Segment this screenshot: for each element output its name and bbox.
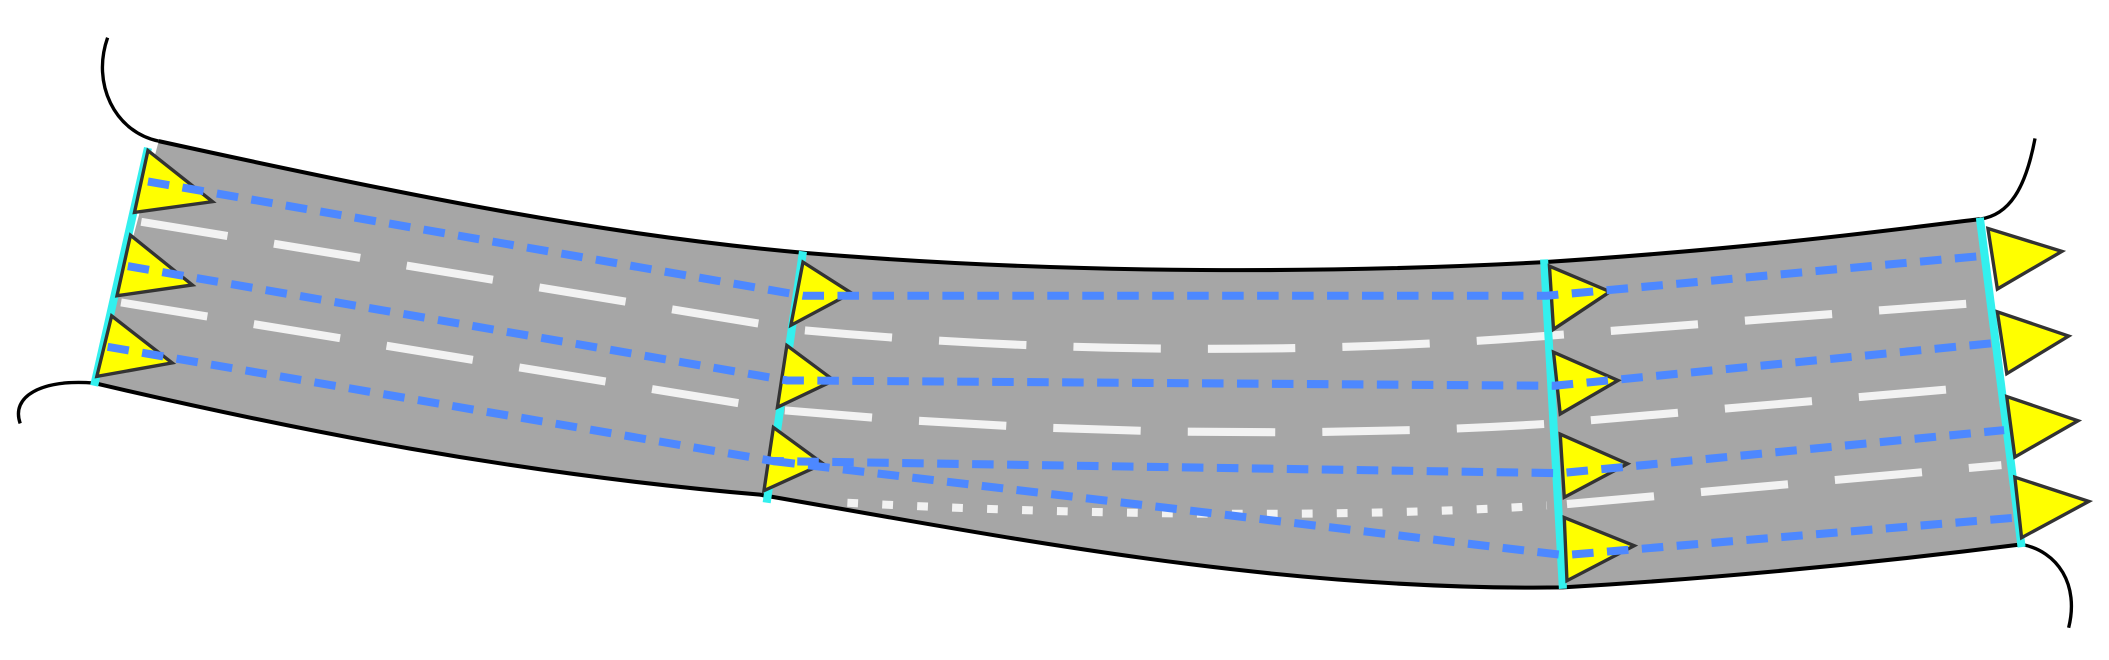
lane-direction-arrow-icon [1995,309,2073,377]
lane-connection [106,342,2005,478]
section-boundary [1975,217,2026,548]
lane-connection [772,457,2018,560]
lane-direction-arrow-icon [114,232,197,298]
lane-direction-arrow-icon [132,147,217,215]
lane-marking [120,298,1991,437]
connector-curve-top-right [1979,138,2037,221]
lane-direction-arrow-icon [94,312,177,379]
lane-connection [147,177,1989,300]
road-top-edge [158,139,1981,273]
lane-direction-arrow-icon [1985,226,2067,292]
connector-curve-bottom-left [16,380,95,424]
road-bottom-edge [93,381,2022,590]
lane-direction-arrow-icon [1558,431,1632,501]
lane-connections [106,177,2018,560]
lane-marking [1566,461,2002,509]
direction-arrows [94,147,2094,584]
lane-direction-arrow-icon [1562,514,1639,584]
section-boundary [1540,259,1567,589]
lane-direction-arrow-icon [2012,474,2094,541]
lane-direction-arrow-icon [2004,394,2083,460]
connector-curve-bottom-right [2021,542,2074,629]
connector-curve-top-left [100,37,160,143]
road-surface [94,141,2022,588]
lane-direction-arrow-icon [775,342,838,411]
lane-connection [127,262,1998,390]
